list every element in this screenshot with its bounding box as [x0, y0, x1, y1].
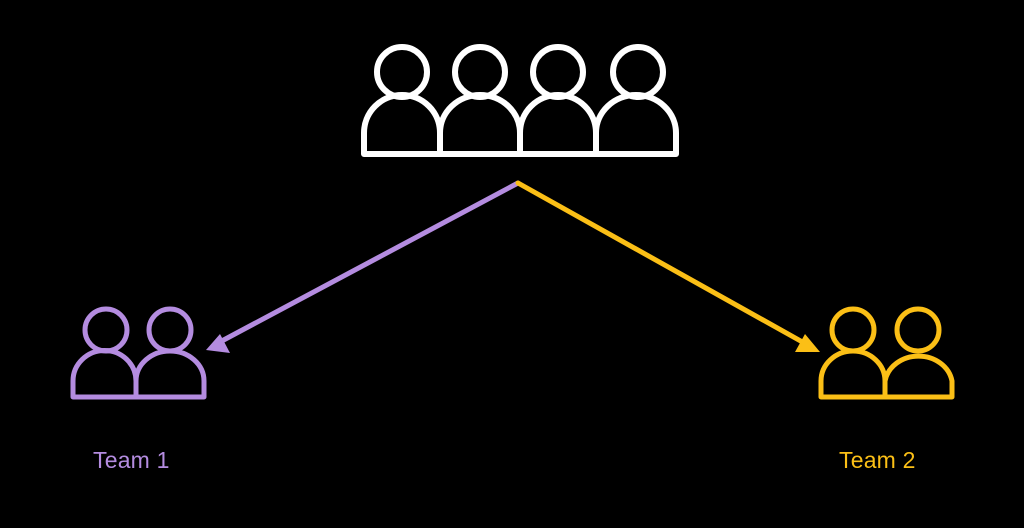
arrow-to-team-1: [206, 180, 521, 353]
person-icon: [452, 44, 508, 100]
person-body-icon: [517, 92, 599, 157]
team-1-icon: [70, 306, 207, 400]
team-1-label: Team 1: [93, 447, 170, 473]
person-icon: [82, 306, 130, 354]
person-body-icon: [882, 353, 955, 400]
person-body-icon: [593, 92, 679, 157]
person-icon: [374, 44, 430, 100]
person-icon: [610, 44, 666, 100]
person-icon: [146, 306, 194, 354]
arrow-to-team-2: [515, 180, 820, 352]
team-2-icon: [818, 306, 955, 400]
arrowhead-icon: [206, 334, 230, 353]
person-icon: [894, 306, 942, 354]
group-of-people-icon: [361, 44, 679, 157]
arrowhead-icon: [795, 334, 820, 352]
person-body-icon: [437, 92, 523, 157]
person-body-icon: [70, 348, 139, 400]
person-body-icon: [133, 348, 207, 400]
person-icon: [829, 306, 877, 354]
person-body-icon: [818, 348, 888, 400]
team-2-label: Team 2: [839, 447, 916, 473]
person-icon: [530, 44, 586, 100]
person-body-icon: [361, 92, 443, 157]
